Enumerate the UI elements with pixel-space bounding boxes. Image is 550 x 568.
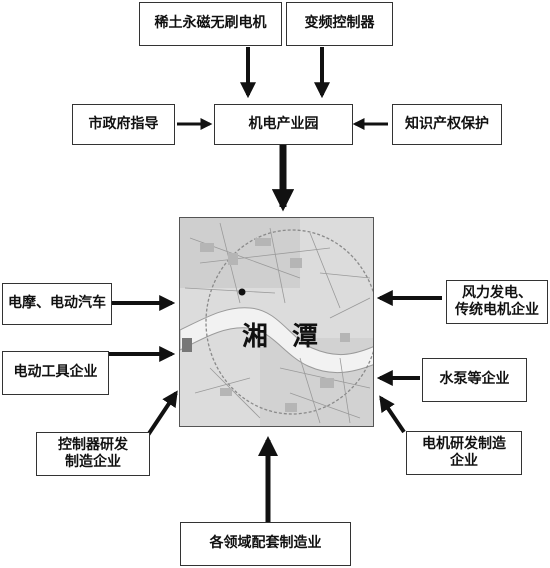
xiangtan-city-map: 湘 潭 [179,217,374,427]
vfd-controller-box: 变频控制器 [286,2,393,46]
city-map-image [180,218,373,426]
motor-rd-line2: 企业 [450,453,478,469]
industrial-park-label: 机电产业园 [248,115,319,132]
e-moto-ev-label: 电摩、电动汽车 [8,295,106,312]
wind-power-line2: 传统电机企业 [455,302,539,318]
motor-rd-box: 电机研发制造 企业 [406,431,522,475]
motor-rd-line1: 电机研发制造 [422,435,506,452]
e-moto-ev-box: 电摩、电动汽车 [2,283,112,325]
supporting-manufacturing-label: 各领域配套制造业 [209,535,322,552]
rare-earth-motor-label: 稀土永磁无刷电机 [154,15,267,32]
supporting-manufacturing-box: 各领域配套制造业 [180,522,351,566]
power-tools-box: 电动工具企业 [2,351,109,395]
ip-protection-box: 知识产权保护 [392,104,502,145]
map-label-tan: 潭 [292,322,320,352]
industrial-park-box: 机电产业园 [214,104,353,145]
controller-rd-line1: 控制器研发 [58,436,128,453]
controller-rd-box: 控制器研发 制造企业 [36,432,150,476]
arrow-controller-to-map [146,390,178,437]
map-label-xiang: 湘 [242,322,270,352]
wind-power-line1: 风力发电、 [462,284,532,301]
ip-protection-label: 知识产权保护 [405,115,489,132]
pump-label: 水泵等企业 [439,371,510,388]
pump-box: 水泵等企业 [422,358,527,402]
vfd-controller-label: 变频控制器 [304,15,375,32]
government-guidance-label: 市政府指导 [88,115,159,132]
rare-earth-motor-box: 稀土永磁无刷电机 [139,2,282,46]
government-guidance-box: 市政府指导 [72,104,175,145]
arrow-motor-rd-to-map [379,395,406,434]
controller-rd-line2: 制造企业 [65,454,121,470]
power-tools-label: 电动工具企业 [13,364,98,381]
wind-power-box: 风力发电、 传统电机企业 [446,280,548,324]
